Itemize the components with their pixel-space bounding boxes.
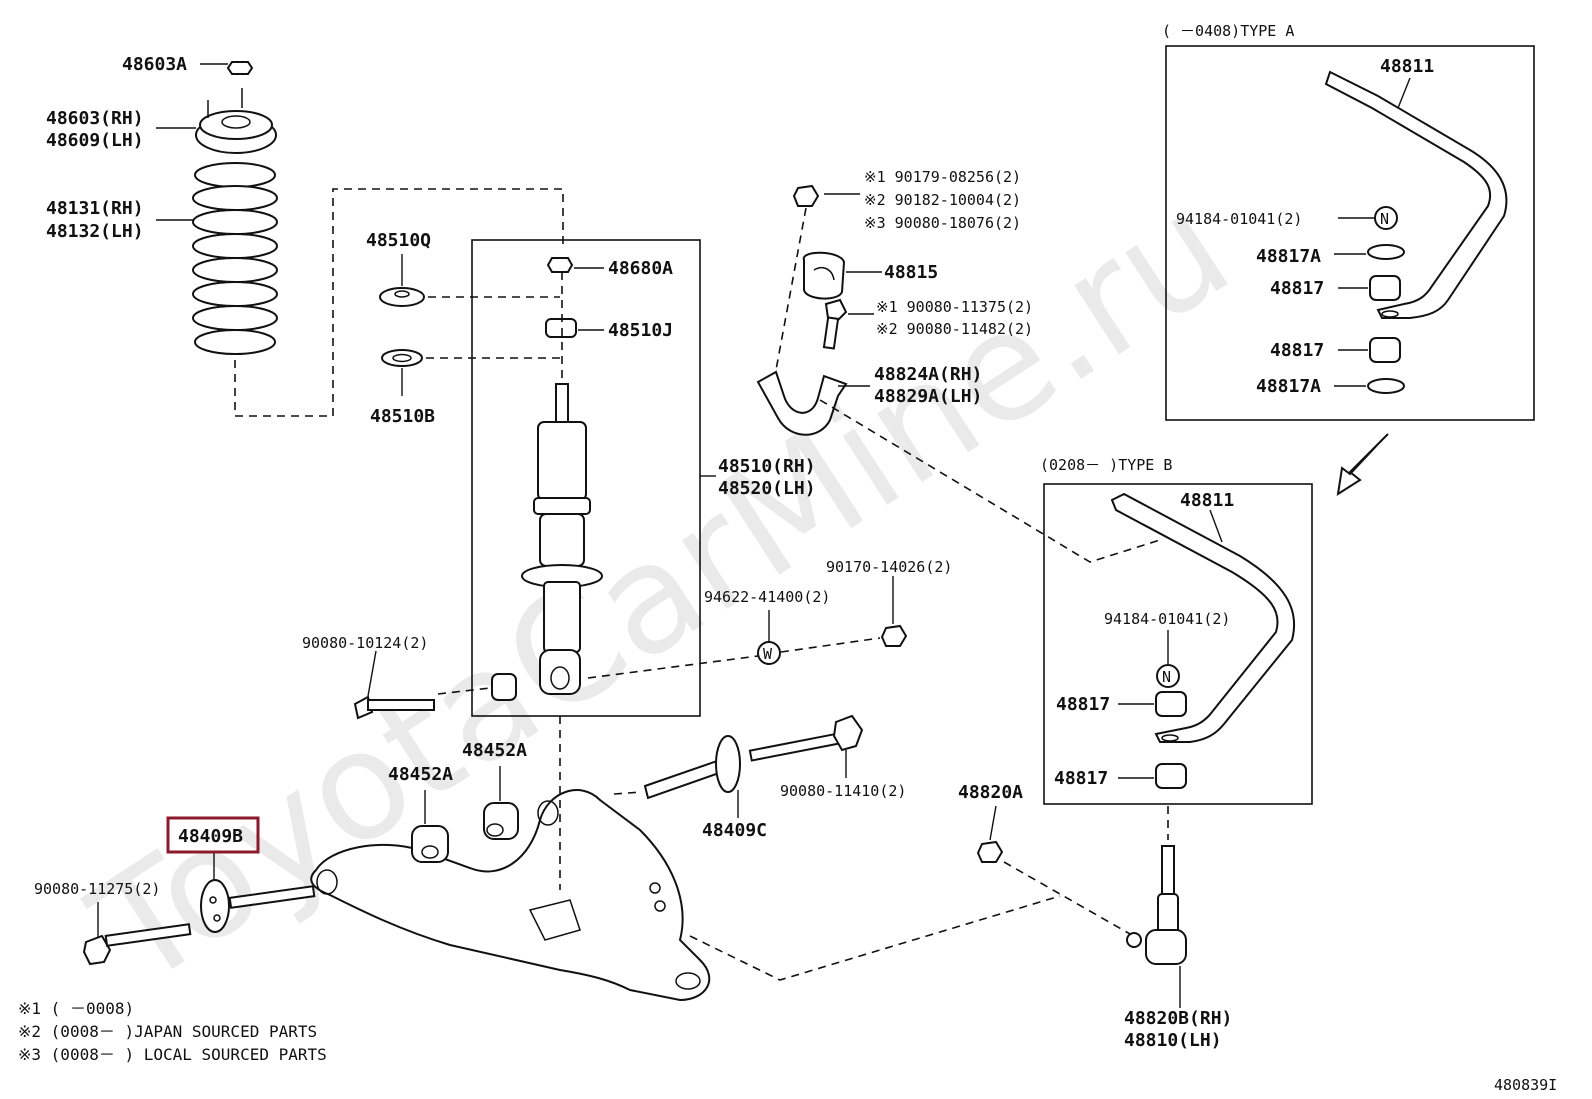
- label-48810: 48810(LH): [1124, 1030, 1222, 1051]
- label-ref5: ※2 90080-11482(2): [876, 320, 1033, 338]
- bolt-90080-11275: [82, 902, 192, 966]
- label-48452a-left: 48452A: [388, 764, 453, 785]
- label-ref1: ※1 90179-08256(2): [864, 168, 1021, 186]
- label-type-b-94184: 94184-01041(2): [1104, 610, 1230, 628]
- spacer-48510b: [381, 349, 560, 396]
- bracket-to-typeb-dash: [819, 399, 1161, 563]
- shock-absorber: [521, 383, 716, 695]
- bracket-bolt: [822, 298, 874, 350]
- nut-90170: [880, 576, 908, 647]
- label-type-a-94184: 94184-01041(2): [1176, 210, 1302, 228]
- label-48452a-right: 48452A: [462, 740, 527, 761]
- footnote-3: ※3 (0008－ ) LOCAL SOURCED PARTS: [18, 1045, 327, 1064]
- label-ref4: ※1 90080-11375(2): [876, 298, 1033, 316]
- label-48820a: 48820A: [958, 782, 1023, 803]
- label-ref2: ※2 90182-10004(2): [864, 191, 1021, 209]
- cam-bolt-48409c: [613, 735, 741, 818]
- label-48131: 48131(RH): [46, 198, 144, 219]
- bracket-bushing-48815: [802, 251, 882, 300]
- label-90170: 90170-14026(2): [826, 558, 952, 576]
- type-a-to-b-arrow: [1336, 433, 1389, 497]
- label-type-b-48817-1: 48817: [1056, 694, 1110, 715]
- diagram-id: 480839I: [1494, 1076, 1557, 1094]
- type-a-box: [1165, 45, 1535, 421]
- type-a-header: ( －0408)TYPE A: [1162, 22, 1294, 40]
- type-b-header: (0208－ )TYPE B: [1040, 456, 1172, 474]
- label-48510b: 48510B: [370, 406, 435, 427]
- shock-lower-dash: [587, 637, 881, 679]
- label-ref3: ※3 90080-18076(2): [864, 214, 1021, 232]
- label-48603a: 48603A: [122, 54, 187, 75]
- arm-to-link-dash: [689, 895, 1061, 981]
- label-48829a: 48829A(LH): [874, 386, 982, 407]
- bolt-90080-10124: [353, 650, 491, 720]
- type-a-cushion-2: [1338, 337, 1401, 363]
- label-90080-11275: 90080-11275(2): [34, 880, 160, 898]
- bracket-nut: [775, 184, 860, 371]
- label-48603: 48603(RH): [46, 108, 144, 129]
- shock-bushing-48510j: [545, 318, 604, 338]
- shock-absorber-box: [471, 239, 701, 717]
- label-48510j: 48510J: [608, 320, 673, 341]
- label-94622: 94622-41400(2): [704, 588, 830, 606]
- label-type-a-48817a-2: 48817A: [1256, 376, 1321, 397]
- label-48609: 48609(LH): [46, 130, 144, 151]
- label-48510q: 48510Q: [366, 230, 431, 251]
- washer-w: W: [757, 610, 781, 665]
- type-b-stabilizer-bar: [1110, 492, 1296, 743]
- label-type-a-48817-1: 48817: [1270, 278, 1324, 299]
- bushing-cap: [491, 673, 517, 701]
- label-type-a-48811: 48811: [1380, 56, 1434, 77]
- type-a-retainer-1: [1334, 244, 1405, 260]
- type-b-nut-n: N: [1156, 630, 1180, 688]
- type-a-cushion-1: [1338, 275, 1401, 301]
- footnote-2: ※2 (0008－ )JAPAN SOURCED PARTS: [18, 1022, 317, 1041]
- label-48824a: 48824A(RH): [874, 364, 982, 385]
- label-48815: 48815: [884, 262, 938, 283]
- label-48680a: 48680A: [608, 258, 673, 279]
- label-type-b-48811: 48811: [1180, 490, 1234, 511]
- label-type-a-48817-2: 48817: [1270, 340, 1324, 361]
- type-b-box: [1043, 483, 1313, 805]
- label-90080-10124: 90080-10124(2): [302, 634, 428, 652]
- type-b-cushion-2: [1118, 763, 1187, 789]
- label-type-b-48817-2: 48817: [1054, 768, 1108, 789]
- type-b-cushion-1: [1118, 691, 1187, 717]
- lower-control-arm: [310, 789, 711, 1002]
- label-48520: 48520(LH): [718, 478, 816, 499]
- type-a-nut-n-symbol: N: [1380, 210, 1389, 228]
- label-type-a-48817a-1: 48817A: [1256, 246, 1321, 267]
- type-a-stabilizer-bar: [1324, 70, 1508, 319]
- label-48132: 48132(LH): [46, 221, 144, 242]
- washer-w-symbol: W: [763, 645, 773, 663]
- type-b-nut-n-symbol: N: [1162, 668, 1171, 686]
- bolt-90080-11410: [748, 714, 864, 778]
- label-48409c: 48409C: [702, 820, 767, 841]
- stabilizer-link-48820b: [1126, 845, 1187, 1008]
- label-48510: 48510(RH): [718, 456, 816, 477]
- footnote-1: ※1 ( －0008): [18, 999, 134, 1018]
- label-48409b: 48409B: [178, 826, 243, 847]
- label-48820b: 48820B(RH): [1124, 1008, 1232, 1029]
- link-nut-48820a: [976, 805, 1131, 935]
- bracket-48824a: [756, 370, 870, 436]
- cam-washer-48409b: [200, 852, 316, 933]
- highlight-box-48409b: [166, 816, 260, 854]
- bushing-48452a-left: [411, 790, 449, 863]
- coil-spring: [156, 162, 278, 355]
- label-90080-11410: 90080-11410(2): [780, 782, 906, 800]
- type-a-nut-n: N: [1338, 206, 1398, 230]
- spring-dash-link: [234, 188, 564, 417]
- upper-support-nut: [200, 61, 254, 75]
- spacer-48510q: [379, 254, 560, 307]
- upper-support: [156, 88, 277, 154]
- type-a-retainer-2: [1334, 378, 1405, 394]
- shock-nut-48680a: [546, 257, 604, 273]
- bushing-48452a-right: [483, 766, 519, 840]
